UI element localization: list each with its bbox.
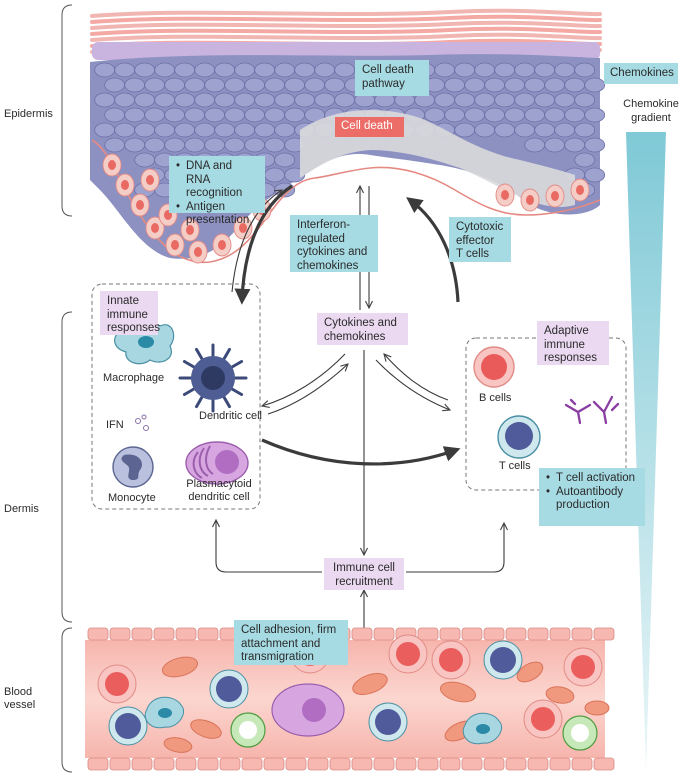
recognition-box: DNA and RNA recognition Antigen presenta… bbox=[169, 156, 265, 226]
arrow-innate-to-adaptive bbox=[261, 438, 461, 466]
b-cells-label: B cells bbox=[479, 392, 512, 404]
arrow-from-innate bbox=[231, 190, 282, 293]
pdc-label: Plasmacytoid dendritic cell bbox=[186, 478, 252, 503]
cytokines-box: Cytokines and chemokines bbox=[317, 313, 408, 345]
recruitment-box: Immune cell recruitment bbox=[324, 558, 404, 590]
chemokines-legend-box: Chemokines bbox=[604, 63, 678, 84]
macrophage-label: Macrophage bbox=[103, 372, 165, 384]
arrow-cytotoxic bbox=[406, 197, 460, 303]
t-cell-icon bbox=[497, 415, 541, 459]
arrow-recruitment-to-adaptive bbox=[406, 523, 504, 573]
adaptive-outcomes-box: T cell activation Autoantibody productio… bbox=[539, 468, 645, 526]
cell-death-box: Cell death bbox=[335, 117, 404, 137]
plasmacytoid-dendritic-cell-icon bbox=[185, 441, 249, 485]
blood-vessel-label: Blood vessel bbox=[4, 686, 36, 711]
recognition-item-antigen: Antigen presentation bbox=[176, 201, 258, 228]
monocyte-label: Monocyte bbox=[108, 492, 156, 504]
chemokine-gradient-wedge bbox=[626, 132, 666, 770]
outcome-autoantibody: Autoantibody production bbox=[546, 486, 638, 513]
ifn-label: IFN bbox=[106, 419, 124, 431]
arrow-cyto-to-adaptive bbox=[375, 359, 450, 410]
interferon-box: Interferon- regulated cytokines and chem… bbox=[290, 215, 378, 272]
dendritic-cell-label: Dendritic cell bbox=[199, 410, 262, 422]
dermis-bracket bbox=[61, 311, 73, 623]
b-cell-icon bbox=[473, 346, 515, 388]
recognition-item-dna-rna: DNA and RNA recognition bbox=[176, 160, 258, 201]
cell-death-pathway-box: Cell death pathway bbox=[355, 60, 429, 96]
arrow-cyto-to-innate bbox=[262, 353, 346, 406]
ifn-dots bbox=[135, 414, 149, 431]
arrow-adaptive-to-cyto bbox=[384, 354, 449, 401]
vessel-bracket bbox=[61, 627, 73, 773]
arrow-innate-to-cyto bbox=[267, 364, 348, 415]
t-cells-label: T cells bbox=[499, 460, 531, 472]
antibody-icon bbox=[564, 395, 620, 425]
vessel-cells bbox=[97, 634, 610, 753]
adhesion-box: Cell adhesion, firm attachment and trans… bbox=[234, 620, 348, 665]
arrow-recruitment-to-innate bbox=[216, 520, 322, 573]
dendritic-cell-icon bbox=[178, 343, 248, 413]
innate-panel bbox=[91, 283, 261, 510]
outcome-t-cell-activation: T cell activation bbox=[546, 472, 638, 486]
stratum-corneum bbox=[90, 8, 602, 60]
epidermis-bracket bbox=[61, 4, 73, 217]
dermis-label: Dermis bbox=[4, 503, 39, 515]
adaptive-title: Adaptive immune responses bbox=[537, 321, 609, 365]
innate-title: Innate immune responses bbox=[100, 291, 160, 335]
cytotoxic-box: Cytotoxic effector T cells bbox=[449, 217, 511, 262]
monocyte-icon bbox=[112, 446, 154, 488]
epidermis-label: Epidermis bbox=[4, 108, 53, 120]
chemokine-gradient-label: Chemokine gradient bbox=[623, 98, 679, 124]
